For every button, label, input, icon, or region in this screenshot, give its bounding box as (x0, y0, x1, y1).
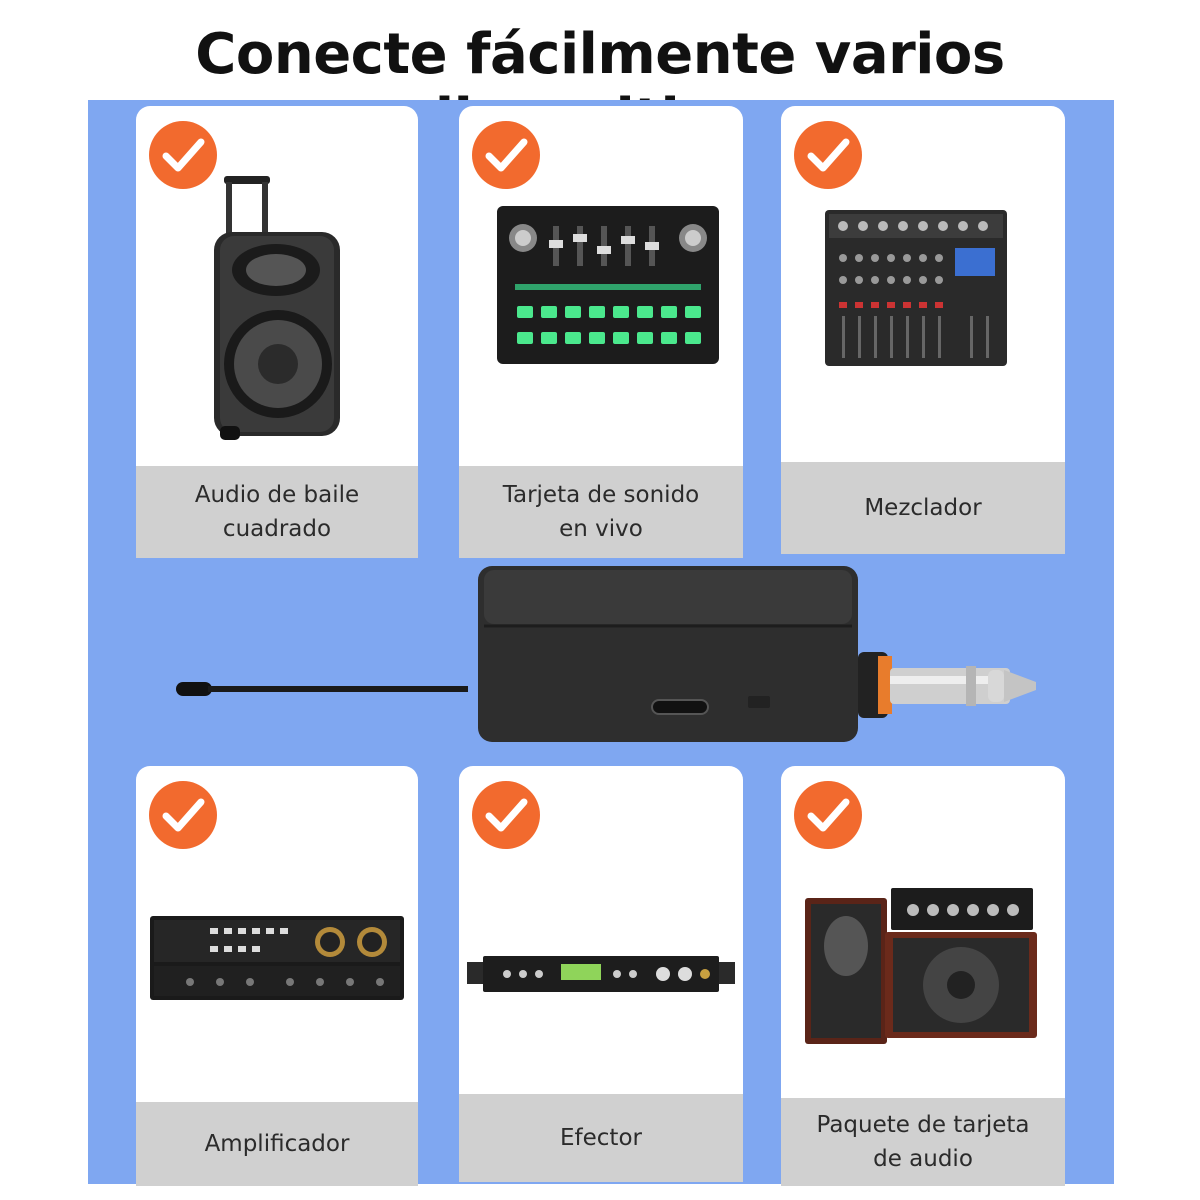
card-caption: Paquete de tarjeta de audio (781, 1098, 1065, 1186)
card-caption: Mezclador (781, 462, 1065, 554)
check-icon (794, 121, 862, 189)
effector-icon (467, 956, 735, 992)
check-icon (472, 121, 540, 189)
card-caption: Efector (459, 1094, 743, 1182)
device-card-effector: Efector (459, 766, 743, 1182)
device-card-audio-package: Paquete de tarjeta de audio (781, 766, 1065, 1186)
device-card-sound-card: Tarjeta de sonido en vivo (459, 106, 743, 558)
check-icon (472, 781, 540, 849)
card-caption: Audio de baile cuadrado (136, 466, 418, 558)
check-icon (794, 781, 862, 849)
speaker-trolley-icon (214, 176, 340, 440)
wireless-receiver-icon (176, 566, 1036, 742)
mixer-icon (825, 210, 1007, 366)
audio-package-icon (805, 888, 1037, 1044)
amplifier-icon (150, 916, 404, 1000)
card-caption: Amplificador (136, 1102, 418, 1186)
card-caption: Tarjeta de sonido en vivo (459, 466, 743, 558)
check-icon (149, 121, 217, 189)
device-card-mixer: Mezclador (781, 106, 1065, 554)
check-icon (149, 781, 217, 849)
device-card-amplifier: Amplificador (136, 766, 418, 1186)
sound-card-icon (497, 206, 719, 364)
device-card-speaker: Audio de baile cuadrado (136, 106, 418, 558)
